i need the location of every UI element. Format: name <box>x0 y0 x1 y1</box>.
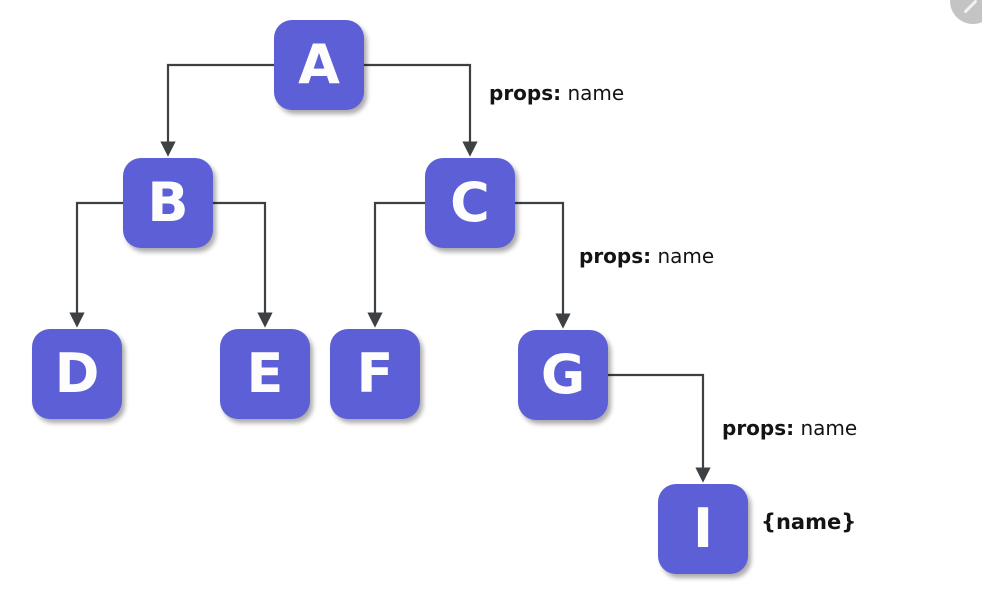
node-g-label: G <box>540 343 586 406</box>
node-b[interactable]: B <box>123 158 213 248</box>
node-d[interactable]: D <box>32 329 122 419</box>
edge-label-a-to-c-value: name <box>567 81 625 105</box>
edge-label-g-to-i-value: name <box>800 416 858 440</box>
node-i-label: I <box>692 497 714 560</box>
render-label-name: {name} <box>761 510 857 534</box>
node-b-label: B <box>147 171 189 234</box>
edge-label-c-to-g-value: name <box>657 244 715 268</box>
edge-label-g-to-i-key: props: <box>722 416 795 440</box>
edge-label-c-to-g-key: props: <box>579 244 652 268</box>
slash-icon-stroke <box>963 0 978 14</box>
edge-label-a-to-c: props: name <box>489 83 624 103</box>
node-g[interactable]: G <box>518 330 608 420</box>
node-i[interactable]: I <box>658 484 748 574</box>
edge-c-g <box>515 201 571 329</box>
edge-a-b <box>160 63 274 157</box>
edge-label-a-to-c-key: props: <box>489 81 562 105</box>
edge-label-g-to-i: props: name <box>722 418 857 438</box>
node-f[interactable]: F <box>330 329 420 419</box>
edge-c-f <box>367 201 425 328</box>
edge-g-i <box>608 373 711 483</box>
edge-b-d <box>69 201 123 328</box>
edge-b-e <box>213 201 273 328</box>
node-c-label: C <box>450 171 490 234</box>
node-e-label: E <box>246 342 284 405</box>
node-d-label: D <box>54 342 100 405</box>
slash-circle-icon[interactable] <box>950 0 982 24</box>
node-a[interactable]: A <box>274 20 364 110</box>
edge-a-c <box>364 63 478 157</box>
node-e[interactable]: E <box>220 329 310 419</box>
node-a-label: A <box>298 33 340 96</box>
node-c[interactable]: C <box>425 158 515 248</box>
edge-label-c-to-g: props: name <box>579 246 714 266</box>
node-f-label: F <box>356 342 394 405</box>
